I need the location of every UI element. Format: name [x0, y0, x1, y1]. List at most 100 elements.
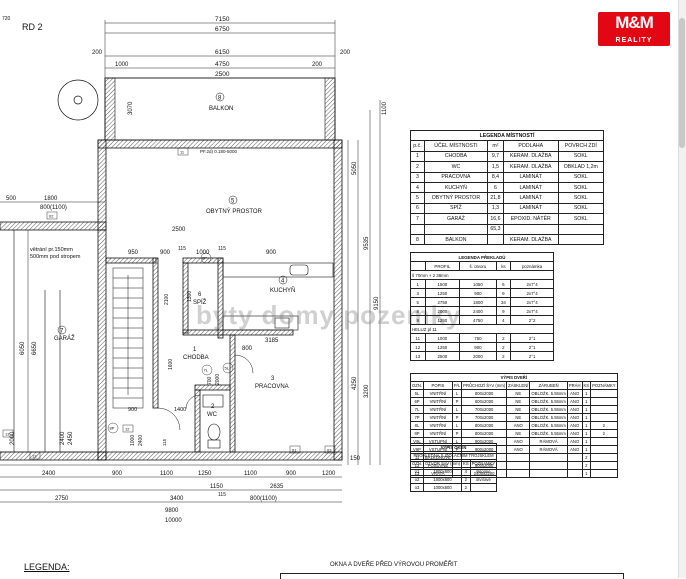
table-cell: 800x2000 — [461, 429, 508, 438]
table-cell: OBYTNÝ PROSTOR — [423, 192, 488, 204]
table-cell: P — [451, 397, 463, 406]
column-header: POZNÁMKY — [469, 459, 498, 468]
dim-label: 9800 — [165, 508, 179, 514]
lintel-legend-title: LEGENDA PŘEKLADŮ — [410, 252, 554, 262]
table-cell: NE — [506, 429, 531, 438]
table-cell: ANO — [506, 445, 531, 454]
logo-subtext: REALITY — [615, 37, 653, 44]
svg-text:3: 3 — [271, 376, 275, 382]
dim-label: 900 — [128, 407, 137, 413]
lintel-subtitle: HELUZ pl 11 — [410, 324, 554, 334]
svg-text:4: 4 — [281, 279, 285, 285]
table-cell: sklopné — [469, 467, 498, 476]
dim-label: 3400 — [170, 496, 184, 502]
dim-label: 10000 — [165, 518, 182, 524]
table-cell: L — [451, 405, 463, 414]
table-cell — [557, 233, 605, 246]
table-cell: 700x2000 — [461, 405, 508, 414]
dim-label: 900 — [286, 471, 297, 477]
table-cell: 7L — [409, 405, 425, 414]
table-cell: NE — [506, 397, 531, 406]
table-cell: BALKON — [423, 233, 488, 246]
table-cell — [529, 453, 568, 462]
dim-label: 4250 — [352, 376, 358, 390]
table-cell: LAMINÁT — [502, 192, 559, 204]
table-cell: 8 — [410, 306, 426, 316]
dim-label: 1100 — [160, 471, 174, 477]
svg-text:GARÁŽ: GARÁŽ — [54, 334, 75, 342]
table-cell: 1 — [581, 413, 592, 422]
table-cell: ANO — [566, 429, 583, 438]
dim-label: 115 — [218, 492, 226, 498]
column-header: POZNÁMKY — [590, 381, 618, 390]
table-cell: RÁMOVÁ — [529, 445, 568, 454]
dim-label: 1800 — [44, 196, 58, 202]
wc-fixtures — [202, 394, 224, 449]
svg-text:03: 03 — [327, 448, 332, 453]
table-cell — [410, 223, 425, 235]
column-header: PODLAHA — [502, 140, 559, 152]
table-cell: VNITŘNÍ — [423, 413, 453, 422]
table-cell: 2500 — [424, 351, 461, 361]
svg-text:WC: WC — [207, 412, 218, 418]
table-cell: 4 — [461, 467, 471, 476]
table-cell: 1 — [581, 469, 592, 478]
column-header: OZN. — [409, 459, 425, 468]
dim-label: 6650 — [32, 341, 38, 355]
table-cell: ANO — [566, 413, 583, 422]
table-cell — [590, 389, 618, 398]
room-label-balkon: 8 BALKON — [209, 92, 233, 112]
dim-label: 200 — [92, 50, 103, 56]
table-cell — [506, 461, 531, 470]
column-header: OTVOR Š×V (mm) — [423, 459, 463, 468]
table-cell: 1 — [581, 405, 592, 414]
svg-text:13: 13 — [32, 454, 37, 459]
table-cell: L — [451, 389, 463, 398]
ventilation-note: 500mm pod stropem — [30, 254, 81, 260]
column-header: POPIS — [423, 381, 453, 390]
dim-label: 150 — [350, 456, 361, 462]
bottom-table-edge — [280, 573, 624, 579]
window-legend-table: VÝPIS OKEN PROHLEDNÁ S IZOLAČNÍM TROJSKL… — [409, 443, 498, 492]
vertical-scrollbar[interactable] — [678, 0, 686, 578]
dim-label: 115 — [218, 246, 226, 252]
table-cell: 800x2000 — [461, 421, 508, 430]
table-cell: 1000x600 — [423, 483, 463, 492]
table-cell: 8 — [410, 233, 425, 246]
table-cell: GARÁŽ — [423, 213, 488, 225]
measure-note: OKNA A DVEŘE PŘED VÝROVOU PROMĚŘIT — [330, 562, 458, 568]
table-cell — [529, 461, 568, 470]
table-row: 65,3 — [410, 223, 605, 235]
table-cell: 2x7°4 — [510, 306, 554, 316]
table-cell: ANO — [566, 405, 583, 414]
table-cell: 2x7°4 — [510, 297, 554, 307]
room-label-spiz: 6 SPÍŽ — [193, 292, 207, 306]
table-cell: 1 — [581, 445, 592, 454]
table-cell — [469, 483, 498, 492]
column-header — [410, 261, 426, 271]
garage — [0, 230, 105, 453]
ventilation-note: větrání pr.150mm — [30, 247, 73, 253]
table-cell: ANO — [566, 397, 583, 406]
dim-label: 800(1100) — [250, 496, 277, 502]
left-dimension-lines — [0, 201, 105, 452]
dim-label: 2750 — [55, 496, 69, 502]
table-cell: 800x2000 — [461, 389, 508, 398]
dim-label: 500 — [6, 196, 17, 202]
logo-text: M&M — [615, 13, 654, 32]
table-cell: 2000 — [424, 306, 461, 316]
table-cell: 1800x600 — [423, 475, 463, 484]
table-cell: o2 — [409, 475, 425, 484]
table-cell: 13 — [410, 351, 426, 361]
scrollbar-thumb[interactable] — [679, 18, 685, 148]
table-cell — [590, 469, 618, 478]
table-cell: 1 — [581, 429, 592, 438]
